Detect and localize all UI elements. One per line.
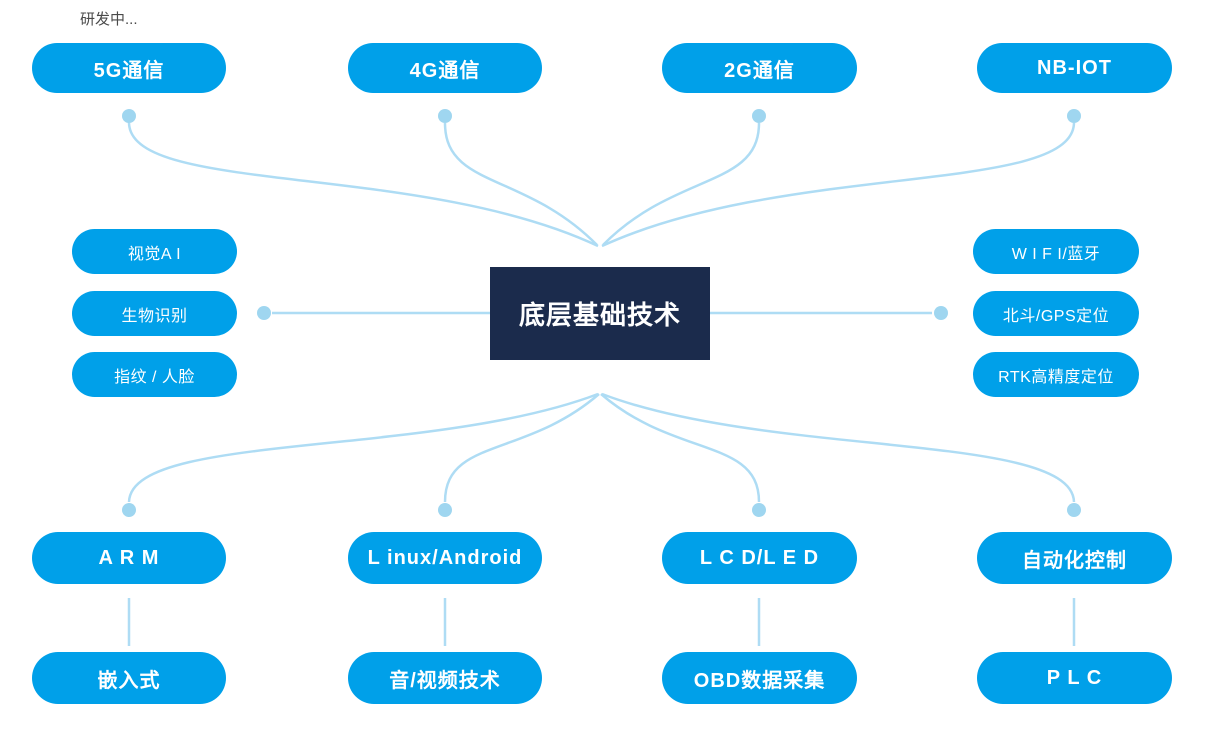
node-5g: 5G通信 (32, 43, 226, 93)
node-plc: P L C (977, 652, 1172, 704)
connector-dots (122, 109, 1081, 517)
connector-lcd (600, 393, 761, 503)
connector-auto (601, 392, 1076, 503)
connector-4g (443, 122, 598, 246)
node-beidou-gps: 北斗/GPS定位 (973, 291, 1139, 336)
node-biometric: 生物识别 (72, 291, 237, 336)
connector-linux (443, 393, 600, 503)
node-nbiot: NB-IOT (977, 43, 1172, 93)
node-linux-android: L inux/Android (348, 532, 542, 584)
node-automation-control: 自动化控制 (977, 532, 1172, 584)
node-4g: 4G通信 (348, 43, 542, 93)
node-embedded: 嵌入式 (32, 652, 226, 704)
connector-2g (602, 122, 761, 246)
connector-5g (127, 122, 599, 248)
node-2g: 2G通信 (662, 43, 857, 93)
center-node-core-technology: 底层基础技术 (490, 267, 710, 360)
node-obd-data: OBD数据采集 (662, 652, 857, 704)
connector-arm (127, 392, 599, 503)
node-rtk-positioning: RTK高精度定位 (973, 352, 1139, 397)
node-lcd-led: L C D/L E D (662, 532, 857, 584)
node-vision-ai: 视觉A I (72, 229, 237, 274)
node-wifi-bluetooth: W I F I/蓝牙 (973, 229, 1139, 274)
in-development-note: 研发中... (80, 11, 138, 28)
node-audio-video: 音/视频技术 (348, 652, 542, 704)
node-fingerprint-face: 指纹 / 人脸 (72, 352, 237, 397)
connector-nbiot (601, 122, 1076, 248)
node-arm: A R M (32, 532, 226, 584)
